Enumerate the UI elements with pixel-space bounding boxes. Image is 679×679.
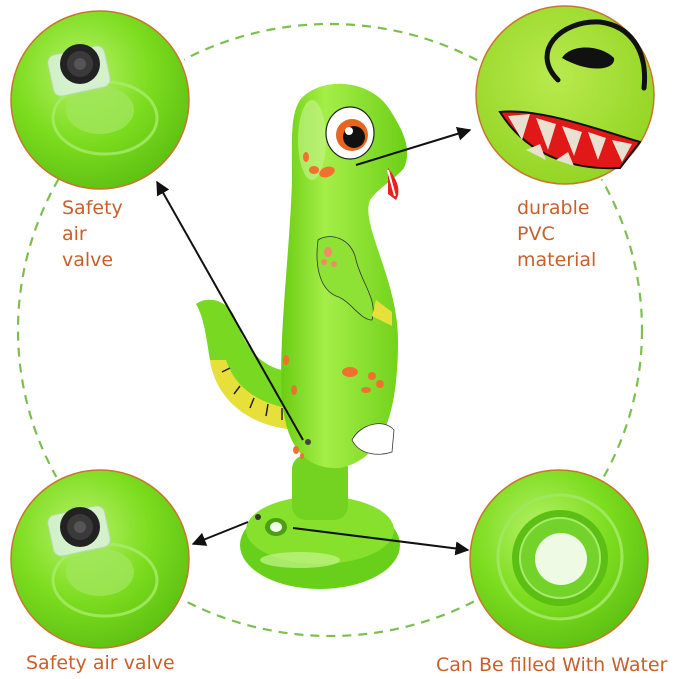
air-valve-icon — [47, 505, 111, 557]
dino-face-closeup-icon — [498, 19, 648, 170]
label-line: Safety — [62, 197, 123, 219]
callout-pvc-material — [475, 5, 655, 185]
label-line: valve — [62, 249, 114, 271]
dashed-ring — [16, 22, 644, 638]
label-line: Safety air valve — [26, 652, 175, 674]
arrow-to-bottom-left — [191, 521, 249, 546]
callout-arrows — [156, 127, 472, 556]
dinosaur-toy — [196, 83, 408, 589]
label-durable-pvc: durable PVC material — [517, 195, 596, 273]
label-safety-air-valve-top: Safety air valve — [62, 195, 123, 273]
arrow-to-top-right — [355, 127, 472, 166]
label-line: durable — [517, 197, 590, 219]
label-line: PVC — [517, 223, 555, 245]
callout-air-valve-bottom — [10, 469, 190, 649]
callout-air-valve-top — [10, 10, 190, 190]
label-water-fill: Can Be filled With Water — [436, 652, 667, 678]
callout-water-fill — [469, 469, 649, 649]
arrow-to-top-left — [156, 180, 304, 441]
arrow-to-bottom-right — [292, 527, 470, 556]
label-safety-air-valve-bottom: Safety air valve — [26, 650, 175, 676]
label-line: Can Be filled With Water — [436, 654, 668, 676]
label-line: air — [62, 223, 87, 245]
label-line: material — [517, 249, 597, 271]
water-fill-port-icon — [496, 493, 624, 621]
air-valve-icon — [47, 44, 111, 97]
